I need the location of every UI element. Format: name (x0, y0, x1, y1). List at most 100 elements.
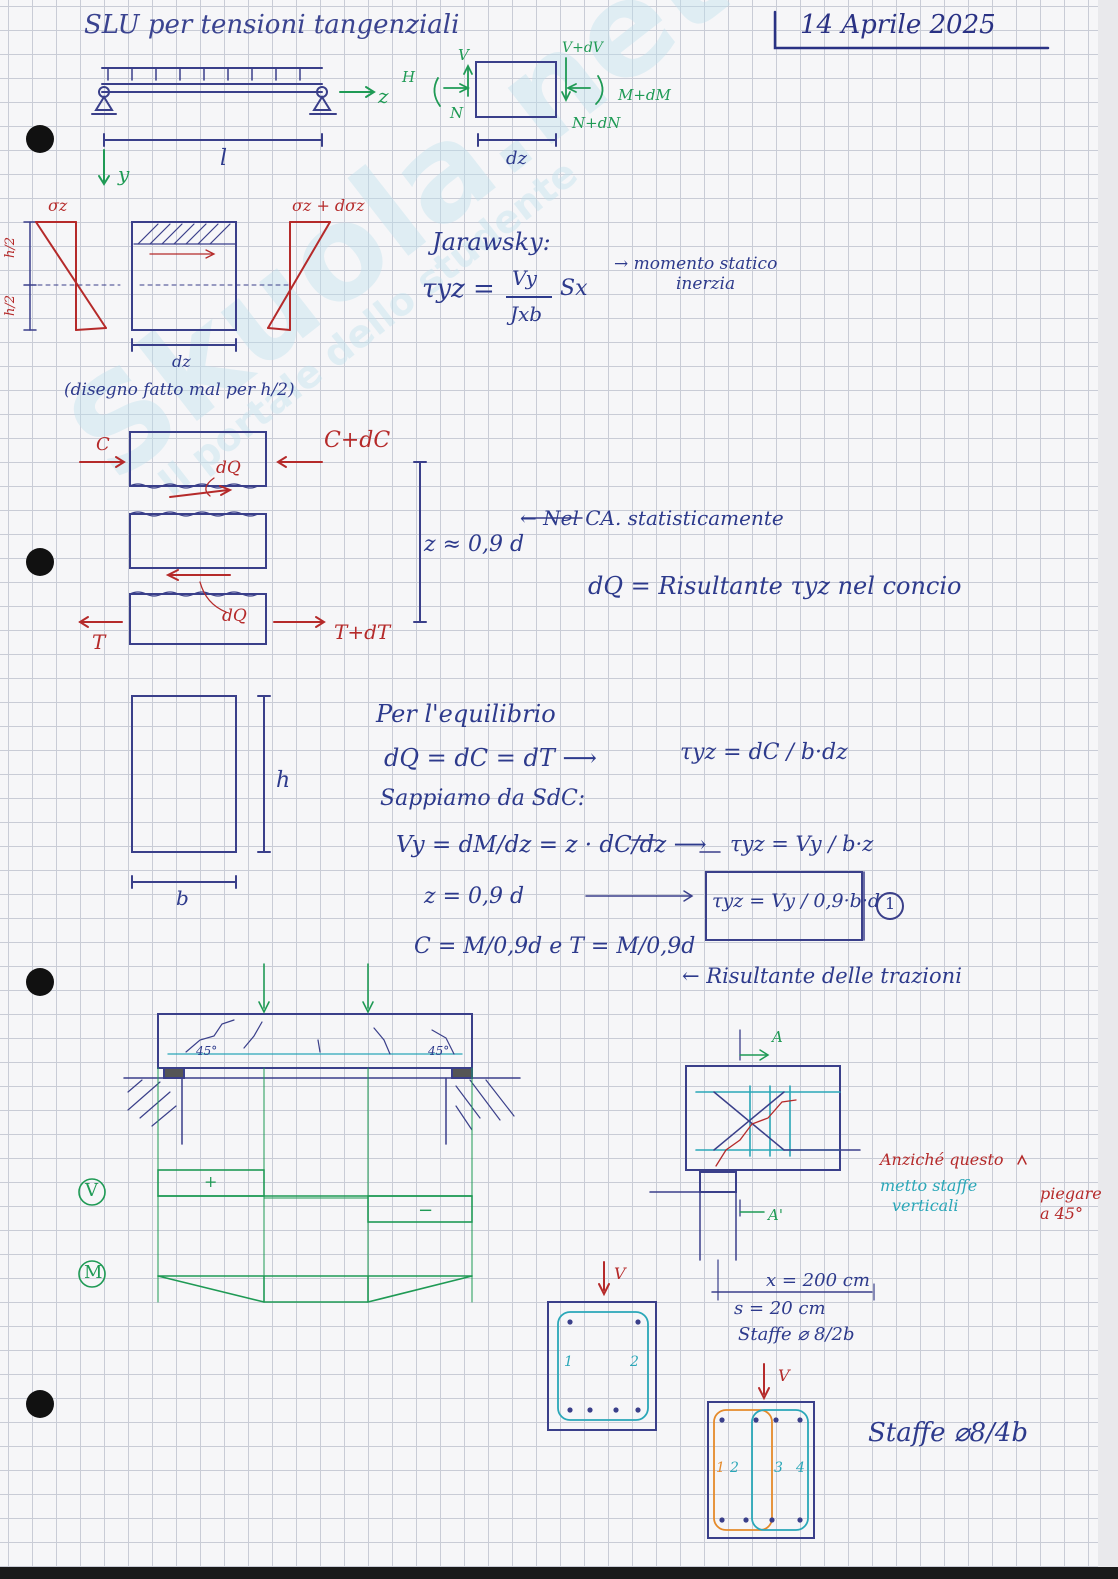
equilibrium-heading: Per l'equilibrio (376, 700, 556, 728)
section-height-label: h (276, 768, 291, 793)
lever-arm-label: z ≈ 0,9 d (424, 532, 525, 557)
axis-z-label: z (378, 84, 389, 108)
beam-axes (98, 86, 376, 186)
static-moment-note: → momento statico (614, 254, 778, 274)
support-detail (649, 1029, 875, 1301)
boxed-formula: τyz = Vy / 0,9·b·d (712, 890, 881, 912)
equilibrium-equation: dQ = dC = dT ⟶ (384, 744, 597, 772)
tension-t-dt-label: T+dT (334, 620, 391, 644)
shear-v-label-1: V (614, 1264, 626, 1283)
note-bend: piegare (1040, 1184, 1102, 1203)
element-forces (433, 57, 604, 107)
teal-stirrups (695, 1085, 841, 1157)
jourawsky-numerator: Vy (512, 266, 537, 290)
shear-moment-relation: Vy = dM/dz = z · dC/dz ⟶ (396, 832, 707, 858)
stirrup-leg-1: 1 (564, 1354, 573, 1370)
force-v-label: V (458, 46, 469, 64)
equilibrium-result: τyz = dC / b·dz (680, 740, 848, 765)
binder-hole (26, 548, 54, 576)
positive-shear-sign: + (204, 1172, 218, 1191)
crack-angle-left: 45° (196, 1044, 218, 1058)
dq-bottom-label: dQ (222, 606, 247, 626)
note-instead: Anziché questo (880, 1150, 1004, 1169)
jourawsky-fraction-bar (506, 296, 552, 298)
crack-line (715, 1099, 797, 1167)
stress-dz-label: dz (172, 352, 191, 371)
scan-bottom-edge (0, 1567, 1118, 1579)
negative-shear-sign: − (418, 1200, 434, 1221)
binder-hole (26, 125, 54, 153)
binder-hole (26, 1390, 54, 1418)
stirrup-leg-b: 2 (730, 1460, 739, 1476)
axis-y-label: y (118, 162, 130, 186)
moment-diagram-label: M (84, 1262, 103, 1283)
stirrup-leg-c: 3 (774, 1460, 783, 1476)
ca-note: ← Nel CA. statisticamente (520, 506, 784, 530)
sigma-z-label: σz (48, 196, 68, 215)
sdc-heading: Sappiamo da SdC: (380, 786, 586, 811)
note-vertical-stirrups: metto staffe (880, 1176, 978, 1195)
force-ndn-label: N+dN (572, 114, 621, 132)
page-title: SLU per tensioni tangenziali (84, 10, 460, 40)
stirrup-leg-a: 1 (716, 1460, 725, 1476)
lever-arm-assumption: z = 0,9 d (424, 884, 525, 909)
beam-strip (129, 431, 427, 645)
span-x-label: x = 200 cm (766, 1270, 870, 1291)
cracked-beam (123, 1013, 521, 1145)
force-h-label: H (402, 68, 416, 86)
jourawsky-title: Jarawsky: (432, 228, 551, 256)
section-mark-a: A (772, 1028, 783, 1046)
beam-diagram (91, 67, 337, 147)
jourawsky-lhs: τyz = (422, 274, 495, 304)
force-mdm-label: M+dM (618, 86, 671, 104)
shear-v-label-2: V (778, 1366, 790, 1385)
inertia-note: inerzia (676, 274, 736, 294)
stirrup-leg-d: 4 (796, 1460, 805, 1476)
crack-angle-right: 45° (428, 1044, 450, 1058)
stirrups-2b-label: Staffe ⌀ 8/2b (738, 1324, 855, 1345)
jourawsky-denominator: Jxb (510, 302, 543, 326)
shear-relation-result: τyz = Vy / b·z (730, 832, 874, 856)
resultant-equations: C = M/0,9d e T = M/0,9d (414, 934, 696, 959)
spacing-s-label: s = 20 cm (734, 1298, 826, 1319)
compression-c-label: C (96, 434, 110, 455)
force-vdv-label: V+dV (562, 40, 603, 56)
page-edge (1098, 0, 1118, 1579)
tension-resultant-note: ← Risultante delle trazioni (682, 964, 962, 988)
shear-moment-diagrams (78, 963, 473, 1303)
binder-hole (26, 968, 54, 996)
section-mark-a-prime: A' (768, 1206, 783, 1224)
span-label: l (220, 146, 228, 171)
section-2b (547, 1261, 657, 1431)
equation-box (585, 839, 904, 941)
stress-hatch (133, 221, 237, 245)
dq-definition: dQ = Risultante τyz nel concio (588, 572, 962, 600)
rect-section (131, 695, 271, 889)
drawing-note: (disegno fatto mal per h/2) (64, 380, 295, 400)
dq-top-label: dQ (216, 458, 241, 478)
half-height-top-label: h/2 (3, 236, 19, 259)
section-width-label: b (176, 886, 189, 910)
formula-number: 1 (885, 894, 896, 913)
half-height-bottom-label: h/2 (3, 294, 19, 317)
compression-c-dc-label: C+dC (324, 428, 391, 453)
date-bracket (773, 10, 1050, 50)
force-n-label: N (450, 104, 464, 122)
shear-diagram-label: V (85, 1180, 98, 1201)
element-dz (475, 61, 557, 147)
tension-t-label: T (92, 630, 106, 654)
note-vertical: verticali (892, 1196, 959, 1215)
element-width-label: dz (506, 148, 528, 169)
page-date: 14 Aprile 2025 (800, 10, 996, 40)
stirrup-leg-2: 2 (630, 1354, 639, 1370)
strip-forces (78, 456, 326, 628)
bent-bars (713, 1091, 861, 1151)
note-angle: a 45° (1040, 1204, 1083, 1223)
stirrups-4b-label: Staffe ⌀8/4b (868, 1418, 1028, 1448)
stress-section (23, 221, 291, 352)
stress-triangles (35, 221, 331, 331)
sigma-z-dz-label: σz + dσz (292, 196, 365, 215)
section-4b (707, 1363, 815, 1539)
